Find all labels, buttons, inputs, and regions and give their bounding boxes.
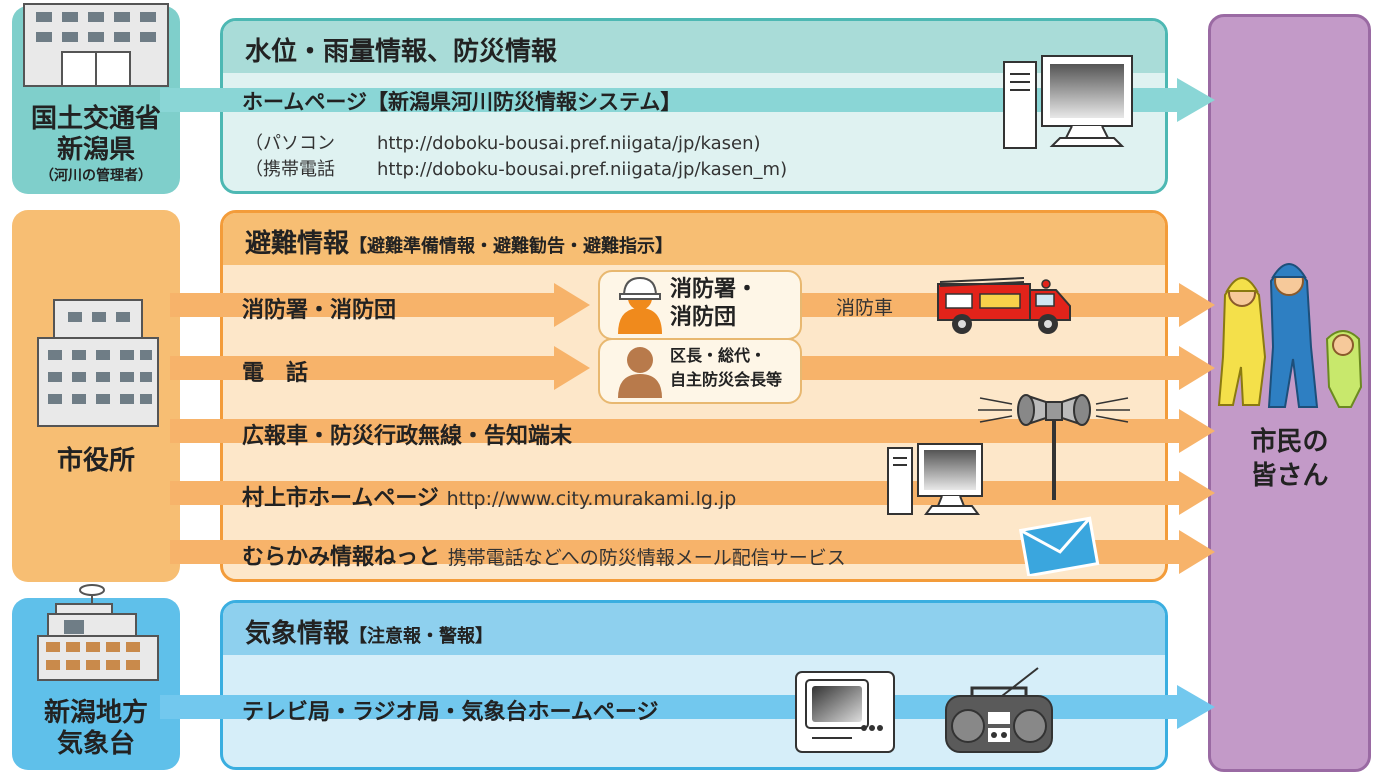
citizens-icon [1217,263,1363,408]
source-box-weather: 新潟地方 気象台 [12,584,180,770]
government-building-icon [23,3,169,87]
mail-icon [1018,516,1100,576]
route-label-loudspeaker: 広報車・防災行政無線・告知端末 [242,424,573,449]
fire-truck-label: 消防車 [836,297,894,319]
person-icon [618,347,662,398]
arrow-city-homepage [170,471,1215,515]
route-label-fire-dept: 消防署・消防団 [242,298,397,323]
river-url-mobile: （携帯電話 http://doboku-bousai.pref.niigata/j… [245,155,787,181]
fire-truck-icon [937,277,1071,334]
evac-panel-header [223,213,1165,265]
arrow-fire-dept-in [170,283,590,327]
fire-dept-box-line2: 消防団 [670,305,737,330]
destination-line2: 皆さん [1250,461,1329,491]
destination-box: 市民の 皆さん [1208,14,1371,772]
weather-title-main: 気象情報 [245,619,350,649]
river-url-pc-value[interactable]: http://doboku-bousai.pref.niigata/jp/kas… [377,133,761,154]
weather-panel-title: 気象情報【注意報・警報】 [245,613,493,650]
info-net-label: むらかみ情報ねっと [242,545,441,570]
weather-panel-header [223,603,1165,655]
arrow-loudspeaker [170,409,1215,453]
computer-icon-city [887,443,983,515]
weather-name-line2: 気象台 [56,729,135,759]
national-name-line2: 新潟県 [56,135,135,165]
evac-title-sub: 【避難準備情報・避難勧告・避難指示】 [349,236,674,257]
river-route-label: ホームページ【新潟県河川防災情報システム】 [242,90,682,114]
national-subtitle: （河川の管理者） [40,168,152,184]
river-panel-title: 水位・雨量情報、防災情報 [245,37,558,67]
weather-route-label: テレビ局・ラジオ局・気象台ホームページ [242,700,659,725]
computer-icon [1003,55,1133,149]
arrow-info-net [170,530,1215,574]
river-url-pc: （パソコン http://doboku-bousai.pref.niigata/j… [245,129,761,155]
source-box-national: 国土交通省 新潟県 （河川の管理者） [12,3,180,194]
city-homepage-label: 村上市ホームページ [242,486,439,511]
evac-title-main: 避難情報 [245,229,350,259]
ward-leader-box-line2: 自主防災会長等 [670,370,783,389]
city-hall-icon [37,299,159,427]
river-url-pc-label: （パソコン [245,133,335,154]
river-url-mobile-value[interactable]: http://doboku-bousai.pref.niigata/jp/kas… [377,159,788,180]
national-name-line1: 国土交通省 [30,104,161,134]
city-name: 市役所 [56,446,135,476]
fire-dept-box-line1: 消防署・ [670,277,759,302]
route-label-city-homepage: 村上市ホームページ http://www.city.murakami.lg.jp [242,480,736,512]
tv-icon [795,671,895,753]
weather-info-panel: 気象情報【注意報・警報】 [220,600,1168,770]
arrow-phone-out [800,346,1215,390]
firefighter-icon [618,276,662,334]
evac-panel-title: 避難情報【避難準備情報・避難勧告・避難指示】 [245,223,673,260]
weather-name-line1: 新潟地方 [43,698,148,728]
ward-leader-box: 区長・総代・ 自主防災会長等 [598,338,802,404]
city-homepage-url[interactable]: http://www.city.murakami.lg.jp [446,488,737,510]
loudspeaker-icon [978,394,1130,500]
route-label-phone: 電 話 [242,361,309,386]
weather-title-sub: 【注意報・警報】 [349,626,494,647]
route-label-info-net: むらかみ情報ねっと 携帯電話などへの防災情報メール配信サービス [242,539,846,571]
source-box-city: 市役所 [12,210,180,582]
info-net-detail: 携帯電話などへの防災情報メール配信サービス [447,547,846,569]
radio-icon [945,667,1053,753]
weather-station-icon [37,584,159,681]
destination-line1: 市民の [1250,427,1329,457]
fire-dept-box: 消防署・ 消防団 [598,270,802,340]
arrow-phone-in [170,346,590,390]
ward-leader-box-line1: 区長・総代・ [670,346,767,365]
river-url-mobile-label: （携帯電話 [245,159,335,180]
